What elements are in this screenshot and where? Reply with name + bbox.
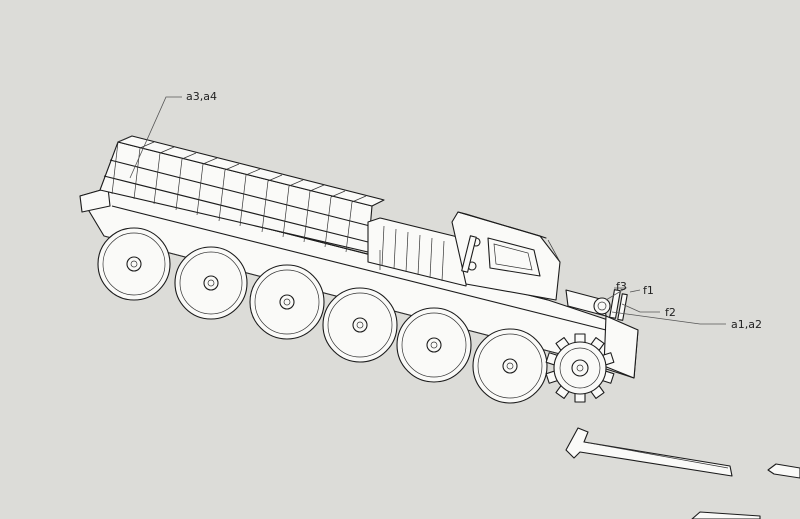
road-wheels xyxy=(97,227,548,404)
loose-part-edge xyxy=(767,463,800,479)
label-f3: f3 xyxy=(616,280,627,293)
drive-sprocket xyxy=(545,333,615,403)
hull-rear-plate xyxy=(79,187,111,213)
cab-window xyxy=(487,237,541,277)
front-attachment xyxy=(565,289,628,321)
label-a3-a4: a3,a4 xyxy=(186,90,217,103)
road-wheel xyxy=(174,246,248,320)
cargo-bed xyxy=(99,135,385,253)
road-wheel xyxy=(97,227,171,301)
label-f1: f1 xyxy=(643,284,654,297)
road-wheel xyxy=(322,287,398,363)
cab xyxy=(451,211,561,301)
label-a1-a2: a1,a2 xyxy=(731,318,762,331)
label-f2: f2 xyxy=(665,306,676,319)
annotation-leaders xyxy=(129,96,726,325)
road-wheel xyxy=(472,328,548,404)
road-wheel xyxy=(396,307,472,383)
front-knob xyxy=(593,297,611,315)
loose-track-bar xyxy=(565,427,733,477)
loose-part-bottom xyxy=(691,511,761,519)
road-wheel xyxy=(249,264,325,340)
